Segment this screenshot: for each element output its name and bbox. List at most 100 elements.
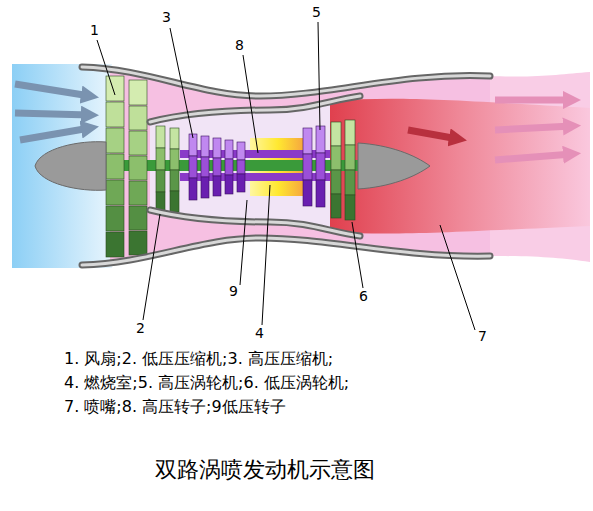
flow-arrows: [15, 84, 572, 160]
compressor-blade: [170, 191, 179, 212]
legend-text: 4. 燃烧室;5. 高压涡轮机;6. 低压涡轮机;: [64, 374, 349, 392]
tail-cone: [358, 143, 430, 189]
callout-number: 5: [312, 5, 321, 20]
callout-number: 4: [255, 326, 264, 341]
nose-spinner: [35, 142, 106, 191]
turbine-blade: [331, 194, 341, 218]
outer-casing: [82, 238, 490, 265]
fan-blade: [106, 180, 124, 205]
callout-number: 6: [359, 289, 368, 304]
fan-blade: [106, 128, 124, 153]
turbine-blade: [345, 195, 355, 220]
fan-blade: [106, 232, 124, 257]
turbine-blade: [331, 170, 341, 194]
callout-number: 9: [229, 284, 238, 299]
compressor-blade: [225, 175, 233, 194]
turbine-blade: [331, 146, 341, 170]
turbine-blade: [303, 180, 312, 206]
compressor-blade: [156, 148, 165, 170]
compressor-blade: [189, 178, 197, 200]
fan-blades: [106, 76, 147, 257]
high-pressure-compressor: [189, 134, 245, 200]
fan-blade: [129, 106, 147, 130]
core-casing: [150, 96, 360, 122]
callout-number: 8: [235, 38, 244, 53]
fan-blade: [129, 181, 147, 205]
air-arrow: [15, 113, 90, 115]
leader-line: [170, 28, 193, 138]
turbine-blade: [316, 126, 325, 153]
turbine-blade: [345, 170, 355, 195]
fan-blade: [129, 156, 147, 180]
compressor-blade: [237, 142, 245, 160]
turbine-blade: [331, 122, 341, 146]
turbine-blade: [345, 120, 355, 145]
callout-number: 1: [90, 23, 99, 38]
leader-line: [440, 225, 475, 330]
fan-blade: [106, 206, 124, 231]
compressor-blade: [201, 177, 209, 198]
callout-number: 2: [136, 321, 145, 336]
fan-blade: [129, 231, 147, 255]
exhaust-arrow: [495, 154, 572, 160]
compressor-blade: [201, 157, 209, 177]
exhaust-arrow: [495, 126, 572, 130]
core-casing: [150, 96, 360, 122]
outer-casing: [82, 67, 490, 96]
compressor-blade: [170, 170, 179, 191]
legend-text: 1. 风扇;2. 低压压缩机;3. 高压压缩机;: [64, 350, 333, 368]
turbine-blade: [316, 153, 325, 180]
inlet-air: [12, 64, 112, 268]
turbine-blade: [316, 180, 325, 207]
casing: [82, 67, 490, 265]
core-casing: [150, 210, 360, 236]
air-arrow: [15, 84, 90, 96]
fan-blade: [106, 154, 124, 179]
exhaust-arrow: [495, 97, 572, 104]
fan-blade: [106, 76, 124, 101]
compressor-blade: [237, 174, 245, 192]
leader-line: [352, 222, 363, 288]
compressor-blade: [170, 128, 179, 149]
compressor-blade: [237, 160, 245, 174]
compressor-blade: [225, 140, 233, 159]
compressor-blade: [213, 138, 221, 158]
fan-blade: [129, 80, 147, 105]
high-pressure-turbine: [303, 126, 325, 207]
compressor-blade: [189, 156, 197, 178]
exhaust-arrow: [408, 130, 458, 139]
leader-line: [240, 200, 247, 285]
compressor-blade: [213, 176, 221, 196]
low-pressure-turbine: [331, 120, 355, 220]
caption: 双路涡喷发动机示意图: [0, 458, 530, 482]
turbine-blade: [303, 128, 312, 154]
fan-blade: [129, 131, 147, 155]
leader-line: [318, 22, 320, 130]
compressor-blade: [213, 158, 221, 176]
leader-line: [262, 185, 270, 325]
fan-blade: [106, 102, 124, 127]
outer-casing: [82, 238, 490, 265]
compressor-blade: [225, 159, 233, 175]
outer-casing: [82, 67, 490, 96]
air-arrow: [20, 128, 90, 140]
leader-line: [143, 214, 160, 320]
leader-line: [97, 40, 115, 95]
legend-text: 7. 喷嘴;8. 高压转子;9低压转子: [64, 398, 286, 416]
leader-lines: [97, 22, 475, 330]
compressor-blade: [156, 126, 165, 148]
compressor-blade: [201, 136, 209, 157]
compressor-blade: [156, 170, 165, 192]
fan-blade: [129, 206, 147, 230]
turbine-blade: [345, 145, 355, 170]
low-pressure-compressor: [156, 126, 179, 214]
callout-number: 7: [478, 329, 487, 344]
compressor-blade: [170, 149, 179, 170]
callout-number: 3: [162, 10, 171, 25]
leader-line: [243, 55, 258, 153]
core-exhaust: [330, 99, 590, 234]
core-casing: [150, 210, 360, 236]
turbine-blade: [303, 154, 312, 180]
